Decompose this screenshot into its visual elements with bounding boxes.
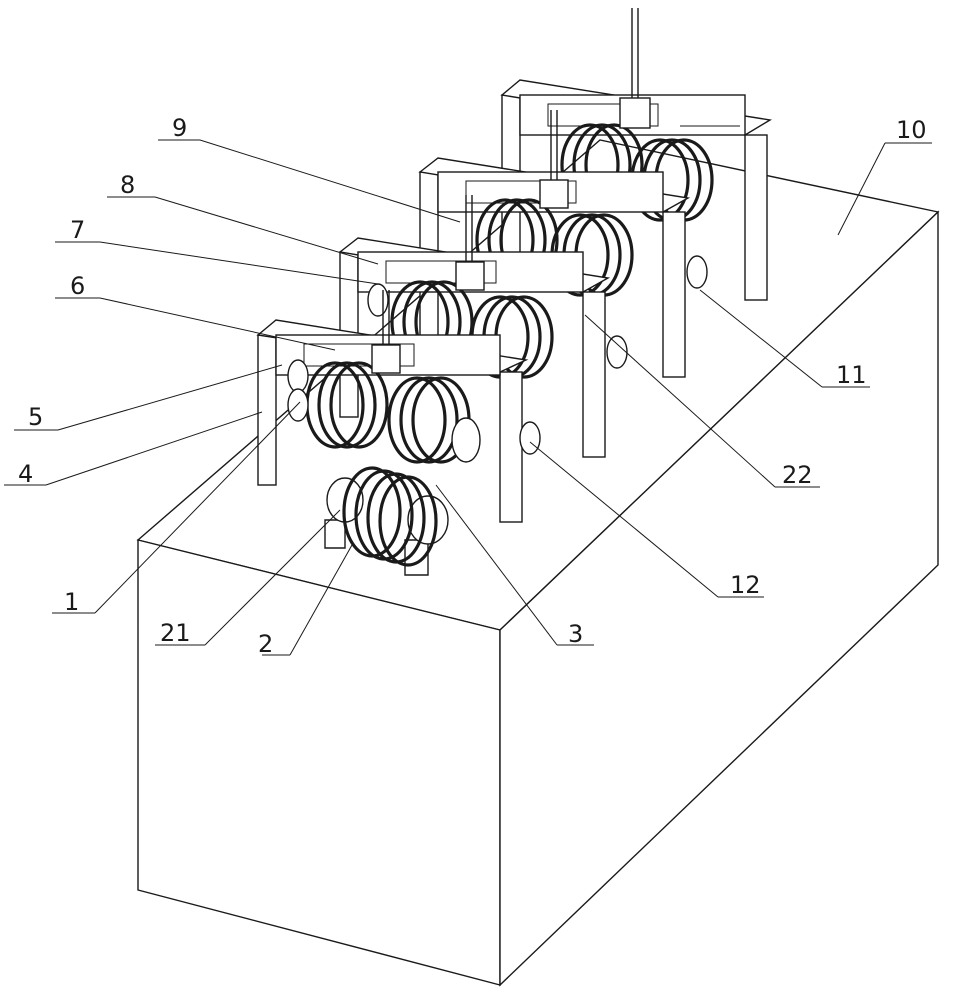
label-21: 21 [160, 619, 191, 647]
label-7: 7 [70, 216, 85, 244]
label-6: 6 [70, 272, 85, 300]
label-5: 5 [28, 403, 43, 431]
label-8: 8 [120, 171, 135, 199]
label-12: 12 [730, 571, 761, 599]
label-10: 10 [896, 116, 927, 144]
label-11: 11 [836, 361, 867, 389]
label-1: 1 [64, 588, 79, 616]
label-22: 22 [782, 461, 813, 489]
label-3: 3 [568, 620, 583, 648]
label-2: 2 [258, 630, 273, 658]
label-9: 9 [172, 114, 187, 142]
label-4: 4 [18, 460, 33, 488]
